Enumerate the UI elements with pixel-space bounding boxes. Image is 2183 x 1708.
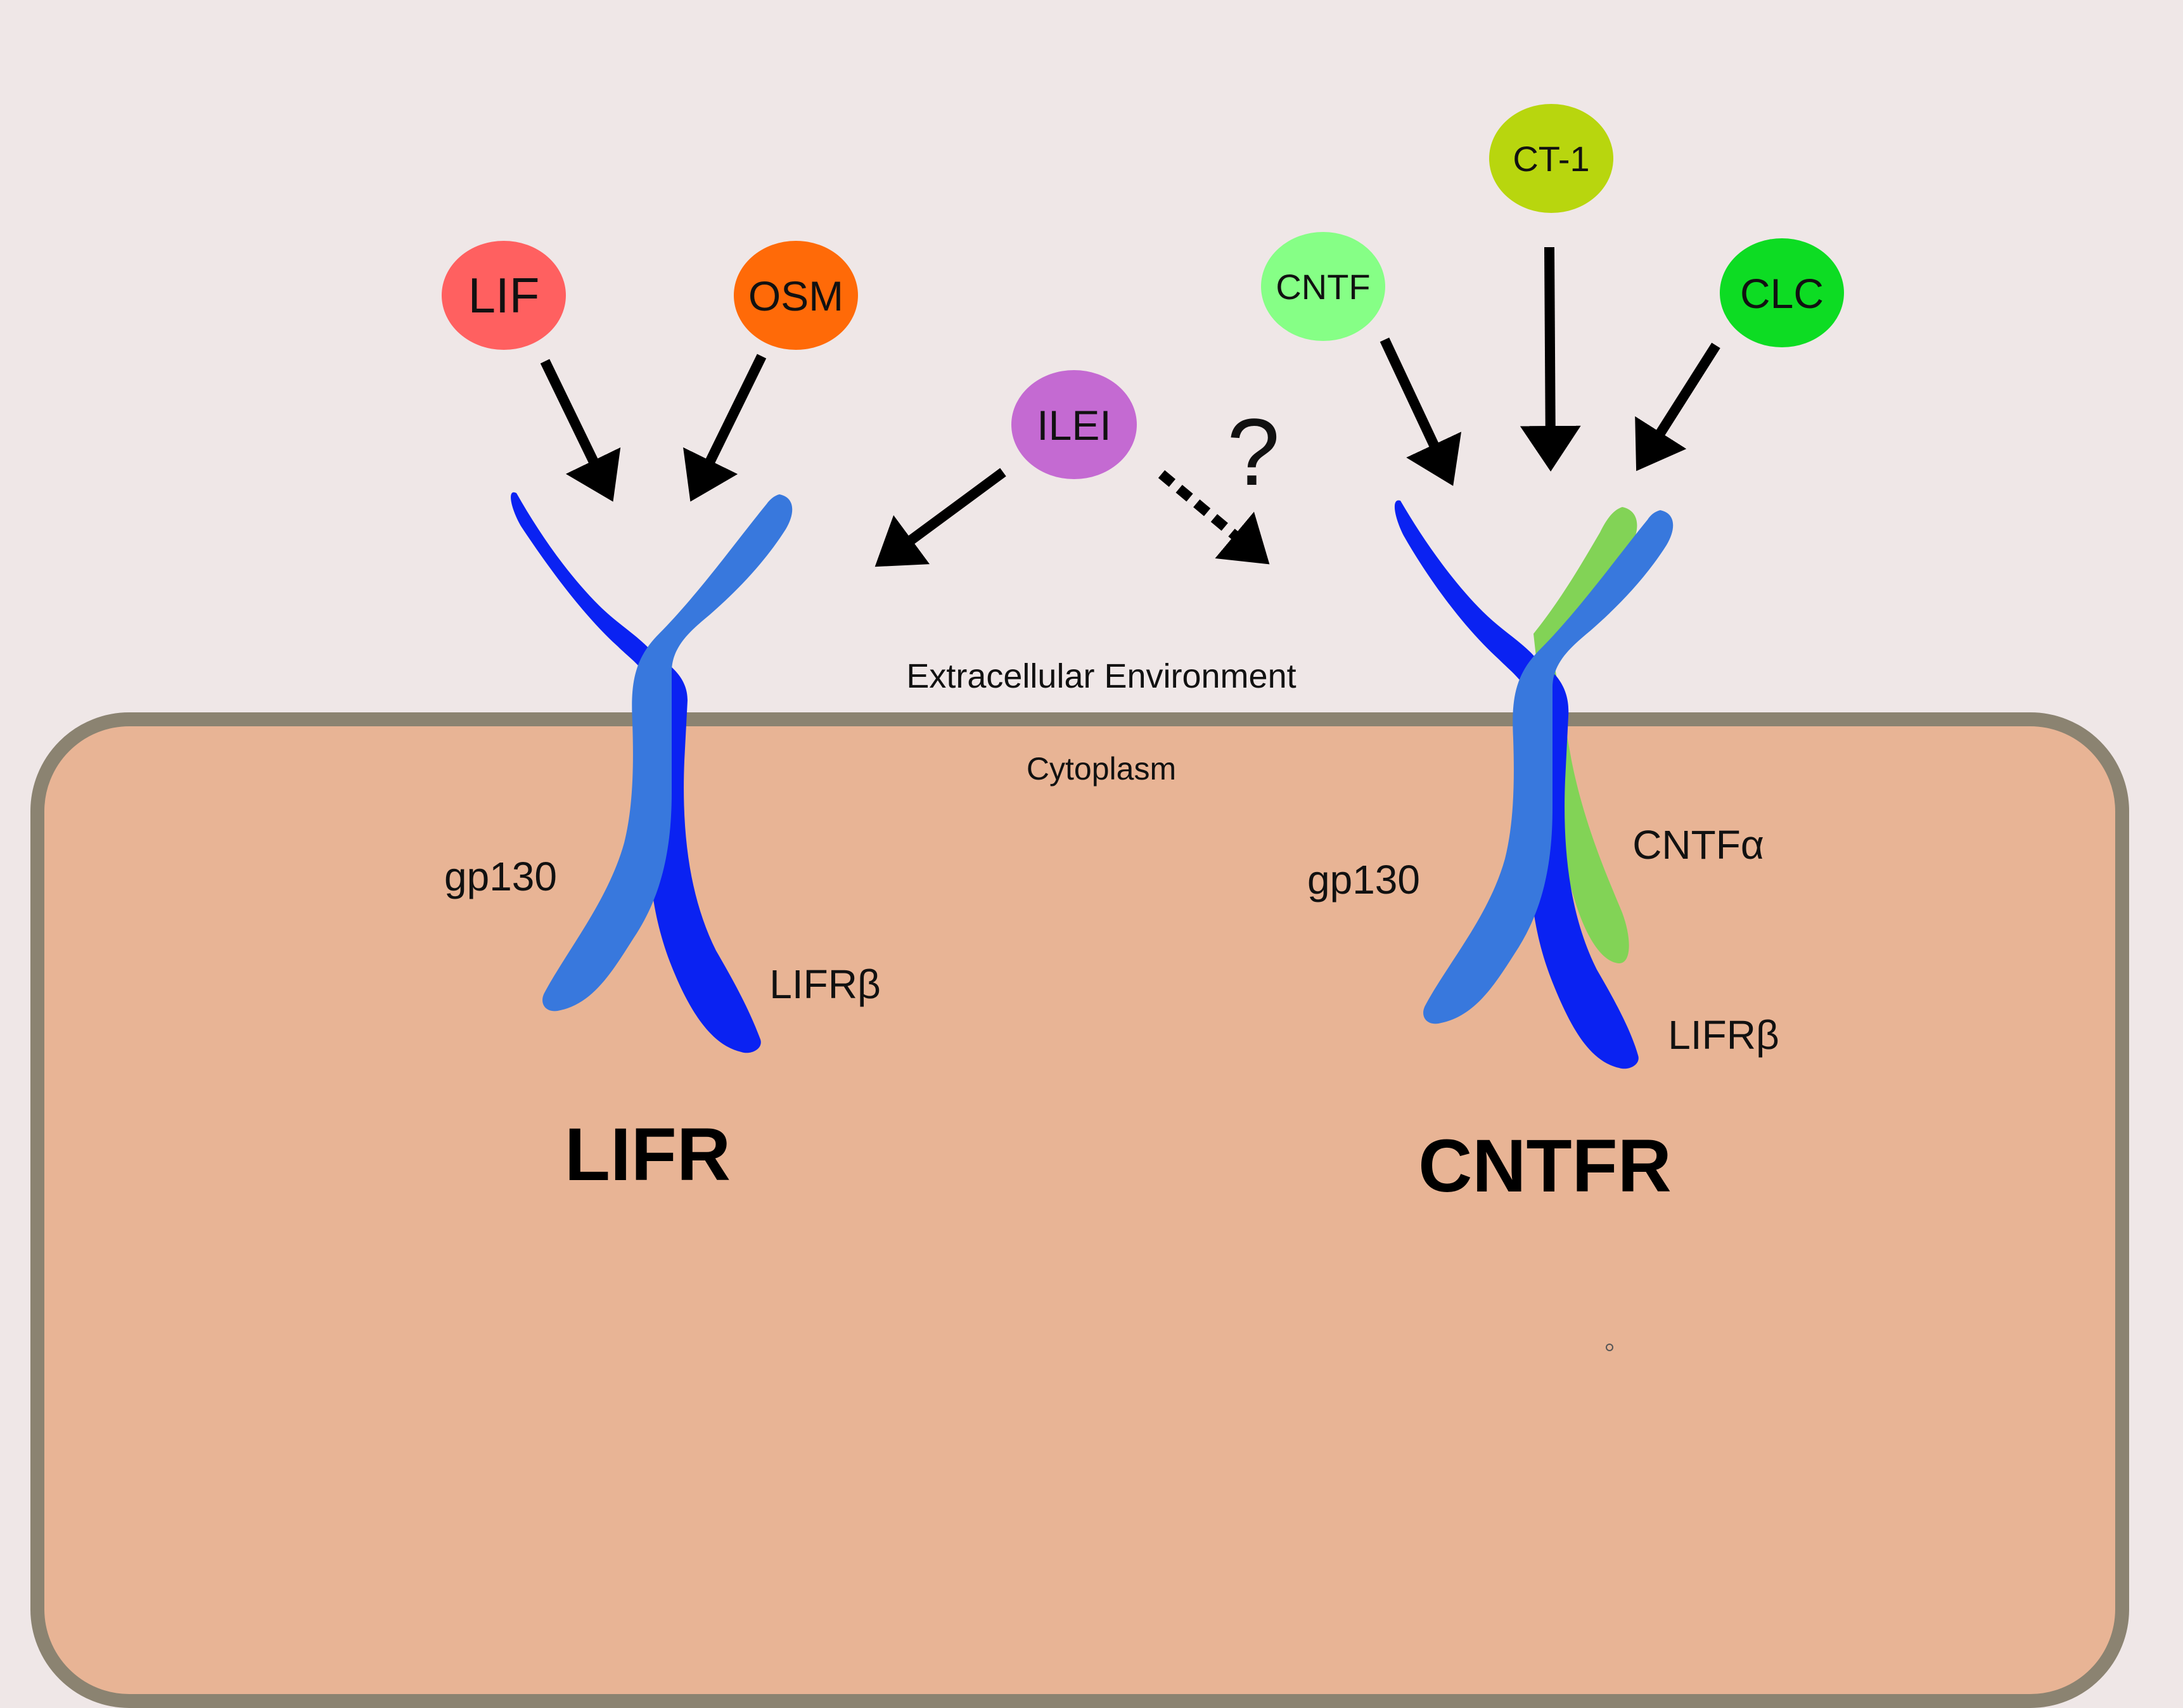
cell-membrane — [30, 712, 2129, 1708]
speck-dot — [1606, 1344, 1613, 1351]
ligand-osm: OSM — [734, 241, 858, 350]
arrow-cntf-to-cntfr — [1380, 337, 1462, 486]
ilei-bubble — [1011, 370, 1137, 479]
cntfr-title: CNTFR — [1418, 1124, 1672, 1208]
arrow-osm-to-lifr — [683, 354, 767, 502]
lifr-gp130-label: gp130 — [444, 854, 557, 899]
osm-label: OSM — [748, 273, 843, 319]
lif-label: LIF — [468, 267, 540, 323]
ligand-cntf: CNTF — [1261, 232, 1385, 341]
osm-bubble — [734, 241, 858, 350]
cntfr-lifrb-label: LIFRβ — [1668, 1012, 1779, 1058]
lifr-lifrb-label: LIFRβ — [769, 961, 881, 1007]
cntfr-gp130-label: gp130 — [1307, 857, 1420, 902]
arrow-clc-to-cntfr — [1635, 342, 1720, 472]
cntf-bubble — [1261, 232, 1385, 341]
arrows — [540, 247, 1720, 567]
ligand-ct1: CT-1 — [1489, 104, 1613, 213]
ligand-clc: CLC — [1720, 238, 1844, 347]
ligand-lif: LIF — [442, 241, 566, 350]
ct1-bubble — [1489, 104, 1613, 213]
cytoplasm-label: Cytoplasm — [1027, 751, 1176, 787]
cntf-label: CNTF — [1276, 267, 1370, 307]
lifr-gp130-chain — [542, 494, 793, 1011]
cntfr-cntfa-label: CNTFα — [1632, 822, 1764, 868]
extracellular-label: Extracellular Environment — [906, 657, 1296, 695]
arrow-lif-to-lifr — [540, 359, 621, 502]
lifr-title: LIFR — [565, 1113, 731, 1197]
lifr-receptor — [511, 492, 793, 1053]
clc-bubble — [1720, 238, 1844, 347]
lif-bubble — [442, 241, 566, 350]
ct1-label: CT-1 — [1513, 139, 1589, 179]
cntfr-lifrb-chain — [1394, 500, 1639, 1069]
question-mark: ? — [1227, 399, 1279, 505]
cntfr-gp130-chain — [1423, 510, 1674, 1024]
arrow-ilei-to-lifr — [874, 468, 1006, 567]
cntfr-receptor — [1394, 500, 1674, 1069]
arrow-ct1-to-cntfr — [1520, 247, 1581, 472]
ilei-label: ILEI — [1037, 402, 1111, 449]
ligand-ilei: ILEI — [1011, 370, 1137, 479]
lifr-lifrb-chain — [511, 492, 761, 1053]
clc-label: CLC — [1740, 270, 1824, 317]
arrow-ilei-to-cntfr-dashed — [1158, 470, 1270, 565]
cntfr-cntfa-chain — [1533, 507, 1637, 963]
